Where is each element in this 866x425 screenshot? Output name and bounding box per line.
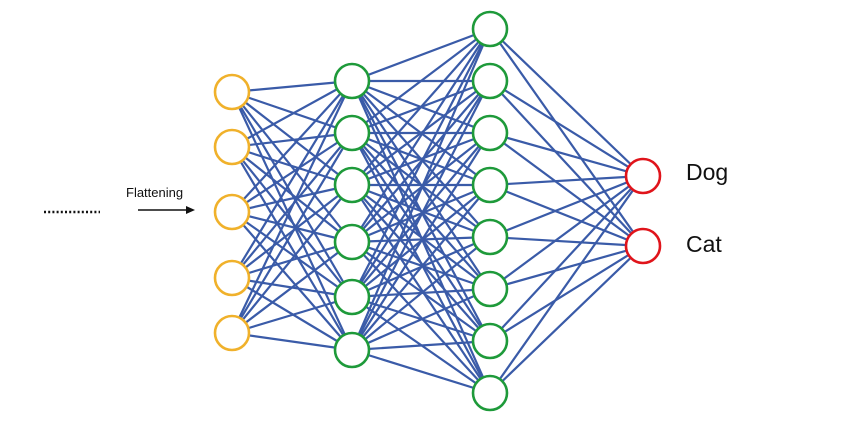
connection-l0-2-0	[230, 79, 354, 214]
connection-l0-2-4	[230, 210, 354, 299]
hidden-2-node-1	[471, 10, 509, 48]
connection-l1-0-0	[350, 27, 492, 83]
connection-l1-2-2	[350, 131, 492, 187]
hidden-2-node-2	[471, 62, 509, 100]
connection-l2-0-1	[488, 27, 645, 248]
connection-l0-1-3	[230, 145, 354, 244]
connection-l0-4-5	[230, 331, 354, 352]
nodes-group	[213, 10, 662, 412]
connection-l1-2-5	[350, 183, 492, 291]
connection-l0-3-0	[230, 79, 354, 280]
hidden-2-node-5	[471, 218, 509, 256]
connection-l0-1-1	[230, 131, 354, 149]
connection-l2-7-0	[488, 174, 645, 395]
connection-l0-4-2	[230, 183, 354, 335]
connection-l2-2-1	[488, 131, 645, 248]
connection-l1-2-7	[350, 183, 492, 395]
hidden-1-node-2	[333, 114, 371, 152]
hidden-1-node-1	[333, 62, 371, 100]
connection-l2-4-0	[488, 174, 645, 239]
connection-l1-5-1	[350, 79, 492, 352]
connection-l1-4-0	[350, 27, 492, 299]
connection-l1-5-5	[350, 287, 492, 352]
connection-l2-1-0	[488, 79, 645, 178]
hidden-2-node-6	[471, 270, 509, 308]
connection-l0-1-2	[230, 145, 354, 187]
connection-l2-5-0	[488, 174, 645, 291]
input-node-3	[213, 193, 251, 231]
connection-l2-4-1	[488, 235, 645, 248]
connection-l0-1-5	[230, 145, 354, 352]
connection-l1-2-0	[350, 27, 492, 187]
connection-l1-3-0	[350, 27, 492, 244]
output-label-cat: Cat	[686, 231, 722, 257]
connection-l2-3-1	[488, 183, 645, 248]
flattening-label: Flattening	[126, 185, 184, 200]
connection-l2-0-0	[488, 27, 645, 178]
hidden-1-node-4	[333, 223, 371, 261]
hidden-2-node-4	[471, 166, 509, 204]
connection-l2-6-1	[488, 244, 645, 343]
connection-l2-7-1	[488, 244, 645, 395]
connection-l0-4-4	[230, 295, 354, 335]
connection-l0-1-4	[230, 145, 354, 299]
connection-l1-5-3	[350, 183, 492, 352]
input-node-1	[213, 73, 251, 111]
connection-l0-2-3	[230, 210, 354, 244]
output-node-2	[624, 227, 662, 265]
connection-l1-5-7	[350, 348, 492, 395]
connection-l0-2-1	[230, 131, 354, 214]
connection-l1-3-7	[350, 240, 492, 395]
connection-l1-2-1	[350, 79, 492, 187]
connection-l1-5-4	[350, 235, 492, 352]
connection-l1-5-0	[350, 27, 492, 352]
flatten-arrowhead	[186, 206, 195, 214]
connection-l1-5-6	[350, 339, 492, 352]
connection-l1-3-5	[350, 240, 492, 291]
hidden-2-node-7	[471, 322, 509, 360]
hidden-2-node-8	[471, 374, 509, 412]
connection-l0-2-5	[230, 210, 354, 352]
connection-l2-3-0	[488, 174, 645, 187]
connection-l0-1-0	[230, 79, 354, 149]
connection-l1-5-2	[350, 131, 492, 352]
connection-l1-2-4	[350, 183, 492, 239]
connection-l1-1-0	[350, 27, 492, 135]
output-node-1	[624, 157, 662, 195]
connection-l0-4-3	[230, 240, 354, 335]
connection-l0-0-2	[230, 90, 354, 187]
connection-l2-5-1	[488, 244, 645, 291]
connection-l2-1-1	[488, 79, 645, 248]
hidden-2-node-3	[471, 114, 509, 152]
hidden-1-node-6	[333, 331, 371, 369]
connection-l0-0-1	[230, 90, 354, 135]
connection-l2-2-0	[488, 131, 645, 178]
input-node-2	[213, 128, 251, 166]
hidden-1-node-5	[333, 278, 371, 316]
connection-l1-3-6	[350, 240, 492, 343]
output-label-dog: Dog	[686, 159, 729, 185]
hidden-1-node-3	[333, 166, 371, 204]
connection-l0-4-1	[230, 131, 354, 335]
connection-l2-6-0	[488, 174, 645, 343]
connection-l1-2-6	[350, 183, 492, 343]
connection-l0-0-0	[230, 79, 354, 94]
connection-l0-4-0	[230, 79, 354, 335]
input-node-4	[213, 259, 251, 297]
connection-l0-2-2	[230, 183, 354, 214]
connections-group	[230, 27, 645, 395]
input-node-5	[213, 314, 251, 352]
